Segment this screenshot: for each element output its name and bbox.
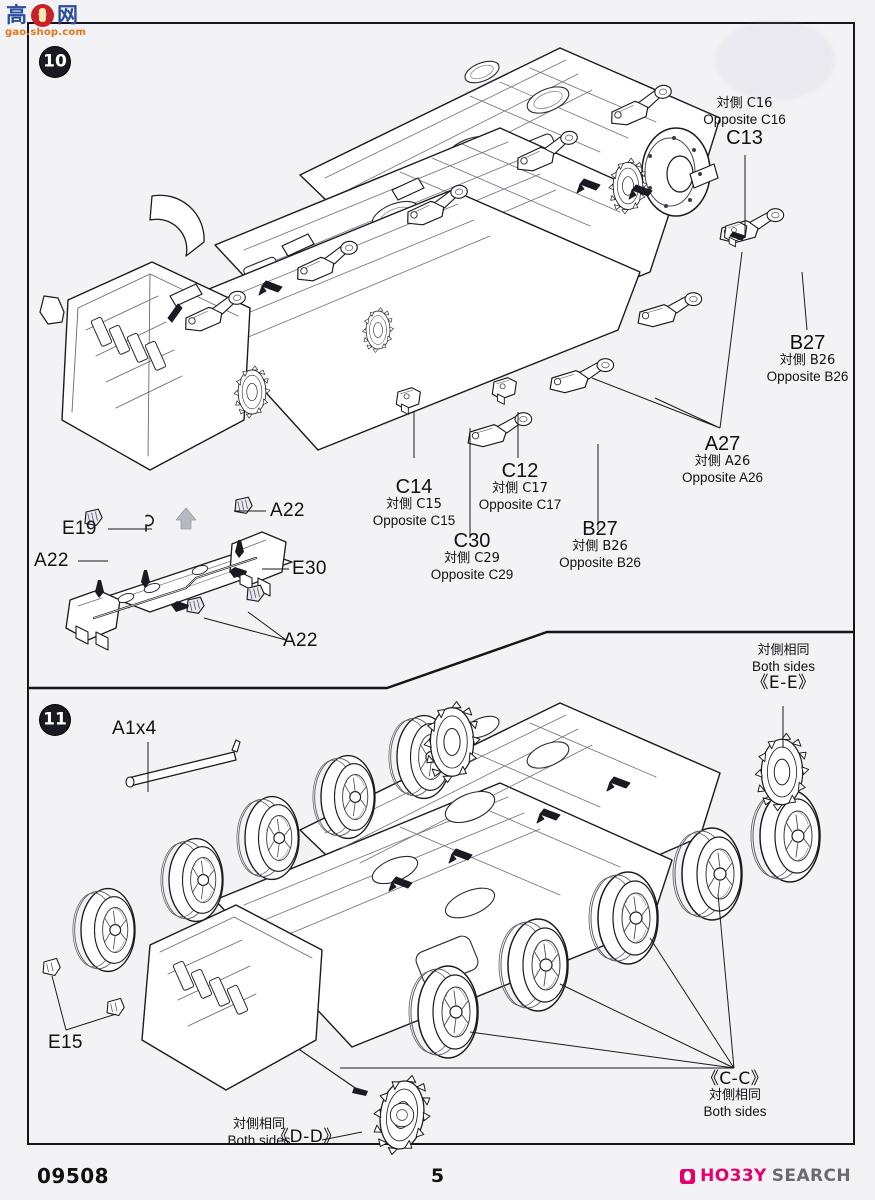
callout-section-ee: 対側相同 Both sides 《E-E》 [706,643,861,693]
callout-a27: A27 対側 A26 Opposite A26 [625,433,820,485]
callout-c13: 対側 C16 Opposite C16 C13 [637,96,852,149]
callout-a22-bottom-part: A22 [283,630,318,651]
step-number-10: 10 [43,51,67,71]
watermark-emblem-icon [31,4,54,27]
background-watermark [715,20,835,100]
callout-c12-part: C12 [501,460,539,482]
watermark-cjk-left: 高 [6,3,27,27]
callout-section-cc: 《C-C》 対側相同 Both sides [660,1069,810,1119]
callout-dd-jp: 対側相同 [232,1117,285,1132]
site-watermark-logo: 高 网 gao.shop.com [5,3,87,42]
callout-c14-part: C14 [395,476,433,498]
callout-e30: E30 [292,558,327,579]
callout-c30-en: Opposite C29 [430,566,514,582]
retailer-logo: HO33Y SEARCH [680,1166,851,1186]
callout-b27-right: B27 対側 B26 Opposite B26 [710,332,875,384]
callout-b27-mid: B27 対側 B26 Opposite B26 [512,518,688,570]
callout-b27-mid-jp: 対側 B26 [572,539,628,555]
callout-c14: C14 対側 C15 Opposite C15 [326,476,502,528]
step-number-11: 11 [43,709,67,729]
callout-e19-part: E19 [62,518,97,539]
callout-e15-part: E15 [48,1032,83,1053]
callout-cc-section: 《C-C》 [701,1069,769,1089]
callout-c12-en: Opposite C17 [478,496,562,512]
retailer-brand: HO33Y [700,1166,767,1186]
callout-c13-part: C13 [726,126,763,149]
callout-ee-jp: 対側相同 [757,643,810,658]
callout-a27-jp: 対側 A26 [694,454,751,470]
callout-c30: C30 対側 C29 Opposite C29 [384,530,560,582]
step-badge-11: 11 [40,705,70,735]
page-footer: 09508 5 HO33Y SEARCH [0,1156,875,1190]
content-frame [27,22,855,1145]
callout-c14-jp: 対側 C15 [386,497,442,513]
callout-ee-section: 《E-E》 [751,672,816,693]
callout-e19: E19 [62,518,97,539]
callout-dd-en: Both sides [227,1132,291,1148]
page-number: 5 [430,1165,445,1187]
callout-b27-right-en: Opposite B26 [766,368,849,384]
callout-a27-en: Opposite A26 [681,469,764,485]
callout-a22-left-part: A22 [34,550,69,571]
callout-c12: C12 対側 C17 Opposite C17 [434,460,606,512]
callout-a22-top: A22 [270,500,305,521]
callout-a27-part: A27 [704,433,741,455]
callout-a22-bottom: A22 [283,630,318,651]
callout-a22-top-part: A22 [270,500,305,521]
step-badge-10: 10 [40,47,70,77]
watermark-domain: gao.shop.com [5,27,87,38]
callout-section-dd: 《D-D》 [272,1127,341,1147]
callout-ee-en: Both sides [751,658,816,674]
callout-b27-right-part: B27 [789,332,826,354]
callout-cc-jp: 対側相同 [708,1088,761,1104]
callout-c12-jp: 対側 C17 [492,481,548,497]
callout-b27-right-jp: 対側 B26 [779,353,836,369]
callout-b27-mid-en: Opposite B26 [559,554,641,570]
callout-a1x4: A1x4 [112,718,157,739]
watermark-cjk-right: 网 [57,3,78,27]
callout-e30-part: E30 [292,558,327,579]
callout-c14-en: Opposite C15 [372,512,456,528]
callout-dd-section: 《D-D》 [272,1127,341,1147]
step-separator [27,630,855,690]
callout-cc-en: Both sides [703,1103,767,1119]
callout-c30-part: C30 [453,530,491,552]
callout-c13-en: Opposite C16 [703,111,786,127]
callout-a1x4-part: A1x4 [112,718,157,739]
callout-b27-mid-part: B27 [582,518,618,540]
callout-c30-jp: 対側 C29 [444,551,500,567]
flame-icon [680,1168,696,1184]
callout-e15: E15 [48,1032,83,1053]
callout-dd-text: 対側相同 Both sides [205,1117,313,1148]
callout-a22-left: A22 [34,550,69,571]
retailer-word: SEARCH [771,1166,851,1186]
kit-number: 09508 [37,1164,110,1188]
callout-c13-jp: 対側 C16 [716,96,773,111]
